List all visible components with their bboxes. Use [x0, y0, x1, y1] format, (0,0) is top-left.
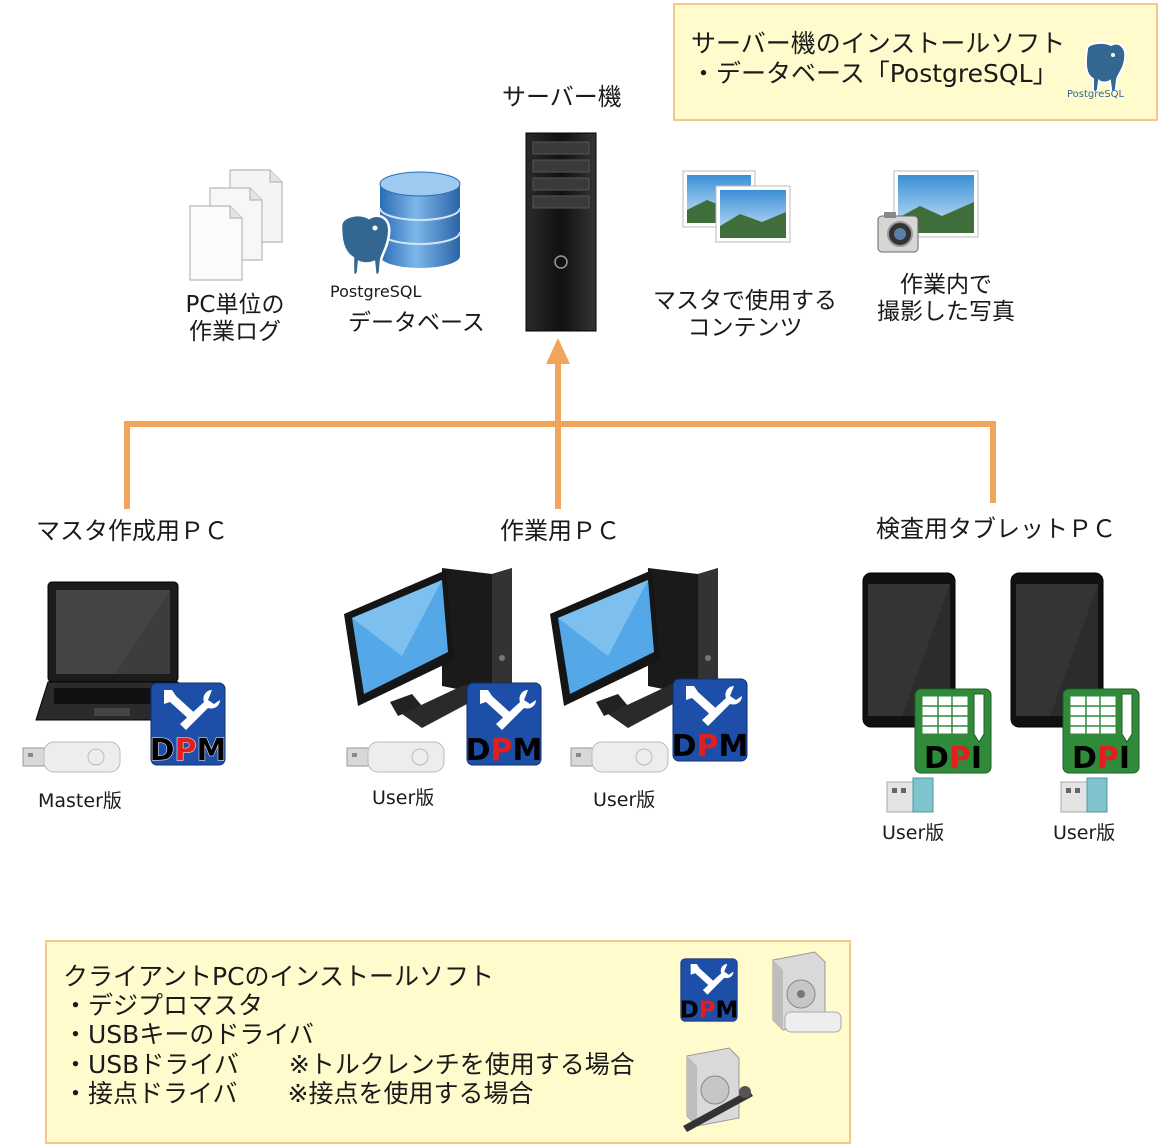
usb-key-icon	[22, 740, 122, 774]
work-log-label-line1: PC単位の	[185, 292, 285, 318]
pencil-icon	[1121, 693, 1133, 743]
elephant-icon	[1084, 41, 1127, 93]
client-install-note-line-3: ・USBドライバ ※トルクレンチを使用する場合	[63, 1050, 635, 1079]
photos-label-line2: 撮影した写真	[877, 299, 1015, 325]
network-connector	[0, 0, 1160, 520]
dpm-badge-text: DPM	[150, 733, 226, 766]
client-install-note: クライアントPCのインストールソフト ・デジプロマスタ ・USBキーのドライバ …	[45, 940, 851, 1144]
installer-torque-wrench-icon	[679, 1046, 755, 1136]
usb-stick-icon	[1060, 776, 1110, 814]
work-pc-edition-label-2: User版	[593, 789, 656, 811]
client-install-note-line-2: ・USBキーのドライバ	[63, 1020, 314, 1049]
usb-key-icon	[346, 740, 446, 774]
svg-text:DPM: DPM	[466, 733, 542, 766]
master-contents-label: マスタで使用する コンテンツ	[652, 288, 838, 342]
installer-usb-icon	[765, 950, 843, 1038]
master-contents-label-line1: マスタで使用する	[653, 288, 837, 314]
database-icon	[335, 164, 465, 286]
server-tower-icon	[525, 132, 597, 332]
torque-wrench-icon	[683, 1090, 753, 1132]
work-log-label: PC単位の 作業ログ	[170, 292, 300, 346]
dpm-app-badge: DPM DPM	[150, 682, 226, 766]
dpm-app-badge: DPM	[466, 682, 542, 766]
database-postgres-logo-text: PostgreSQL	[330, 282, 422, 301]
dpi-app-badge: DPI	[914, 688, 992, 774]
work-pc-title: 作業用ＰＣ	[500, 517, 620, 545]
camera-photo-icon	[876, 170, 980, 260]
server-install-note: サーバー機のインストールソフト ・データベース「PostgreSQL」 Post…	[673, 3, 1158, 121]
client-install-note-line-4: ・接点ドライバ ※接点を使用する場合	[63, 1079, 534, 1108]
client-install-note-line-1: ・デジプロマスタ	[63, 991, 264, 1020]
wrench-icon	[686, 686, 742, 726]
dpi-badge-text: DPI	[924, 741, 982, 774]
svg-text:DPI: DPI	[1072, 741, 1130, 774]
svg-text:DPM: DPM	[150, 733, 226, 766]
dpm-app-badge: DPM	[672, 678, 748, 762]
client-install-note-title: クライアントPCのインストールソフト	[63, 962, 495, 991]
postgresql-logo: PostgreSQL	[1067, 39, 1133, 105]
document-stack-icon	[188, 168, 284, 284]
tablet-edition-label-2: User版	[1053, 822, 1116, 844]
postgresql-logo-text: PostgreSQL	[1067, 89, 1125, 100]
tablet-edition-label-1: User版	[882, 822, 945, 844]
work-pc-edition-label-1: User版	[372, 787, 435, 809]
usb-stick-icon	[886, 776, 936, 814]
server-title: サーバー機	[502, 83, 622, 111]
photos-label-line1: 作業内で	[900, 272, 992, 298]
work-log-label-line2: 作業ログ	[189, 319, 281, 345]
master-pc-title: マスタ作成用ＰＣ	[36, 517, 228, 545]
server-install-note-line: ・データベース「PostgreSQL」	[691, 59, 1058, 88]
svg-text:DPM: DPM	[680, 997, 738, 1023]
database-label: データベース	[348, 310, 485, 336]
wrench-icon	[480, 690, 536, 730]
usb-key-icon	[570, 740, 670, 774]
tablet-title: 検査用タブレットＰＣ	[876, 515, 1116, 543]
wrench-icon	[164, 690, 220, 730]
photos-label: 作業内で 撮影した写真	[868, 272, 1024, 326]
server-install-note-title: サーバー機のインストールソフト	[691, 29, 1066, 58]
master-contents-label-line2: コンテンツ	[687, 315, 803, 341]
dpi-app-badge: DPI	[1062, 688, 1140, 774]
desktop-pc-icon	[548, 566, 720, 732]
svg-text:DPM: DPM	[672, 729, 748, 762]
master-edition-label: Master版	[38, 790, 122, 812]
arrow-up-icon	[546, 338, 570, 364]
dpm-app-badge: DPM	[680, 954, 738, 1026]
wrench-icon	[690, 964, 734, 995]
pictures-icon	[682, 170, 792, 244]
pencil-icon	[973, 693, 985, 743]
tablet-icon	[862, 572, 956, 728]
laptop-icon	[34, 580, 184, 730]
elephant-icon	[339, 214, 391, 277]
desktop-pc-icon	[342, 566, 514, 732]
camera-icon	[877, 212, 919, 253]
